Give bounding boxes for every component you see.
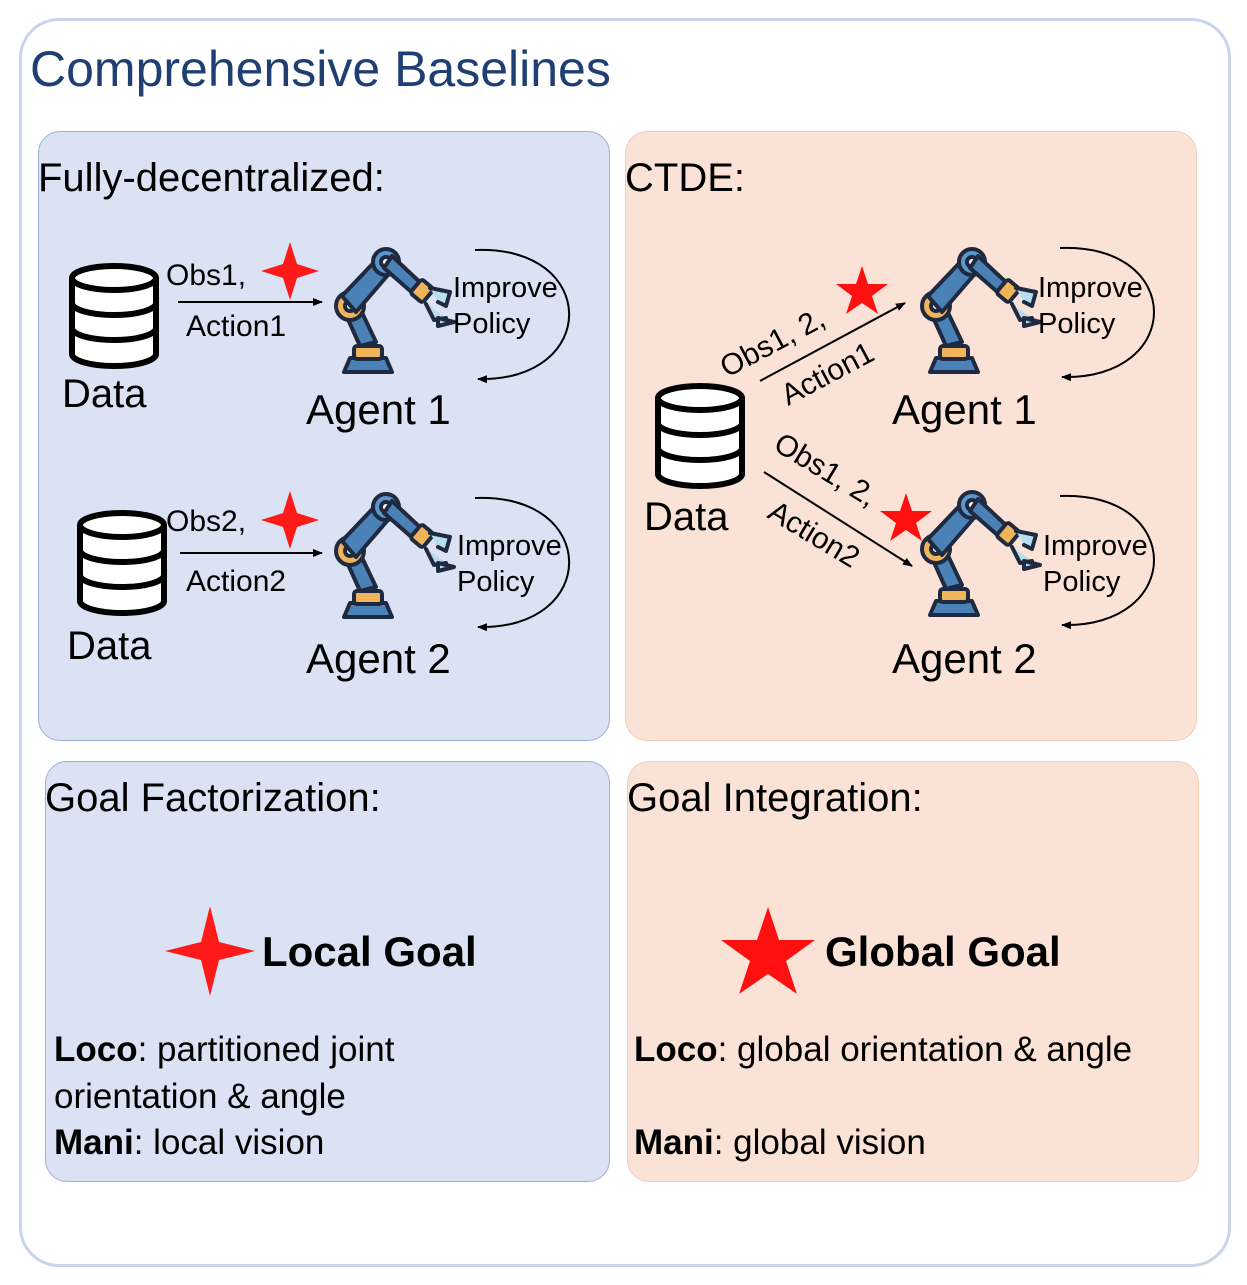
local-goal-label: Local Goal (262, 928, 477, 975)
loco-description: Loco: partitioned joint (54, 1032, 394, 1067)
page-title: Comprehensive Baselines (30, 41, 611, 97)
loop-label: Improve (457, 530, 562, 562)
mani-key: Mani (54, 1123, 134, 1162)
mani-description: Mani: local vision (54, 1125, 324, 1160)
four-point-star-icon (165, 906, 255, 996)
loop-arrow-icon (1059, 494, 1155, 630)
database-icon (72, 266, 156, 366)
loop-arrow-icon (474, 248, 571, 384)
five-point-star-icon (836, 266, 888, 314)
robot-arm-icon (334, 247, 456, 374)
database-icon (80, 513, 164, 613)
agent-2-label: Agent 2 (892, 635, 1037, 682)
agent-1-label: Agent 1 (306, 386, 451, 433)
loop-label: Improve (453, 272, 558, 304)
global-goal-label: Global Goal (825, 928, 1061, 975)
data-label: Data (67, 624, 152, 668)
loop-label: Policy (1043, 566, 1121, 598)
loop-label: Policy (1038, 308, 1116, 340)
robot-arm-icon (920, 247, 1042, 374)
five-point-star-icon (721, 907, 815, 994)
panel-title-ctde: CTDE: (625, 156, 745, 200)
panel-title-fully-decentralized: Fully-decentralized: (38, 156, 385, 200)
loop-label: Improve (1043, 530, 1148, 562)
four-point-star-icon (261, 242, 319, 300)
edge-arrow (763, 471, 913, 567)
panel-fully-decentralized (38, 131, 610, 741)
edge-label-action1: Action1 (186, 310, 286, 343)
edge-label-obs2: Obs2, (166, 505, 246, 538)
agent-1-label: Agent 1 (892, 386, 1037, 433)
mani-text: : global vision (713, 1123, 926, 1162)
five-point-star-icon (880, 493, 932, 541)
robot-arm-icon (334, 492, 456, 619)
panel-title-goal-integration: Goal Integration: (627, 776, 923, 820)
loco-key: Loco (634, 1030, 718, 1069)
loop-label: Improve (1038, 272, 1143, 304)
data-label: Data (62, 372, 147, 416)
edge-label-obs1: Obs1, (166, 259, 246, 292)
loco-text: : global orientation & angle (717, 1030, 1133, 1069)
loop-arrow-icon (1059, 246, 1155, 382)
loco-description: Loco: global orientation & angle (634, 1032, 1132, 1067)
four-point-star-icon (261, 491, 319, 549)
mani-description: Mani: global vision (634, 1125, 926, 1160)
panel-goal-integration (627, 761, 1199, 1182)
outer-frame (19, 18, 1231, 1267)
panel-goal-factorization (45, 761, 610, 1182)
edge-label-action2: Action2 (762, 495, 865, 575)
loco-text: : partitioned joint (137, 1030, 395, 1069)
loco-key: Loco (54, 1030, 138, 1069)
data-label: Data (644, 495, 729, 539)
loop-label: Policy (457, 566, 535, 598)
edge-arrow (759, 302, 906, 382)
loop-arrow-icon (474, 496, 571, 632)
robot-arm-icon (920, 490, 1042, 617)
loop-label: Policy (453, 308, 531, 340)
panel-title-goal-factorization: Goal Factorization: (45, 776, 381, 820)
database-icon (658, 386, 742, 486)
edge-label-action2: Action2 (186, 565, 286, 598)
mani-text: : local vision (133, 1123, 325, 1162)
mani-key: Mani (634, 1123, 714, 1162)
agent-2-label: Agent 2 (306, 635, 451, 682)
loco-description-cont: orientation & angle (54, 1077, 346, 1116)
